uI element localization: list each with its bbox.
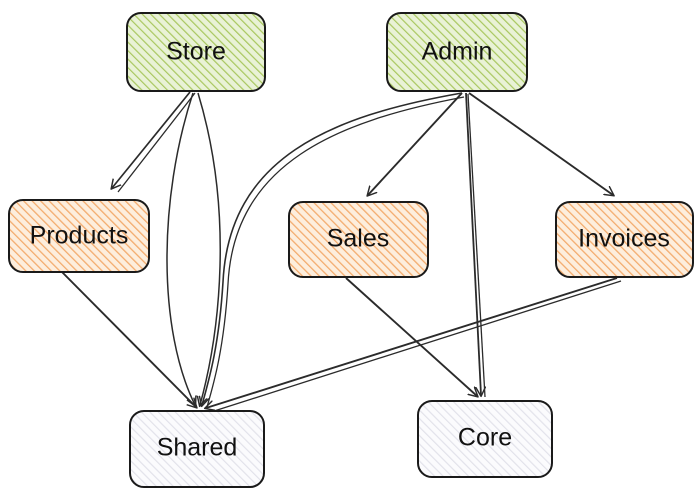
node-core-label: Core [458,424,512,452]
node-invoices[interactable]: Invoices [555,201,694,278]
node-admin-label: Admin [422,38,493,66]
node-store[interactable]: Store [126,12,266,92]
edge-products-shared [61,271,196,407]
node-sales[interactable]: Sales [288,201,429,278]
edge-sales-core [345,277,477,396]
node-sales-label: Sales [327,225,390,253]
edge-store-products-shadow [117,92,196,193]
edge-invoices-shared-shadow [210,280,622,413]
node-store-shape[interactable] [126,12,266,92]
node-shared[interactable]: Shared [129,410,265,488]
nodes-layer: Store Admin Products Sales Invoices Shar [8,12,694,488]
node-shared-label: Shared [157,434,238,462]
node-core[interactable]: Core [417,400,553,478]
node-store-label: Store [166,38,226,66]
node-invoices-shape[interactable] [555,201,694,278]
node-products[interactable]: Products [8,199,150,273]
node-shared-shape[interactable] [129,410,265,488]
edge-store-products [112,91,191,188]
edge-admin-core [465,92,481,395]
node-products-shape[interactable] [8,199,150,273]
edges-layer [61,91,622,413]
edge-store-shared-b [198,92,221,405]
edge-admin-shared-shadow [206,96,465,408]
node-admin[interactable]: Admin [386,12,528,92]
node-admin-shape[interactable] [386,12,528,92]
node-core-shape[interactable] [417,400,553,478]
node-invoices-label: Invoices [578,225,670,253]
node-sales-shape[interactable] [288,201,429,278]
edge-admin-core-shadow [467,93,486,398]
edge-admin-invoices [468,92,613,195]
edge-admin-sales [368,92,463,195]
edge-store-shared-a [166,92,195,405]
edge-admin-shared [202,92,463,405]
node-products-label: Products [30,222,129,250]
edge-invoices-shared [206,277,618,408]
